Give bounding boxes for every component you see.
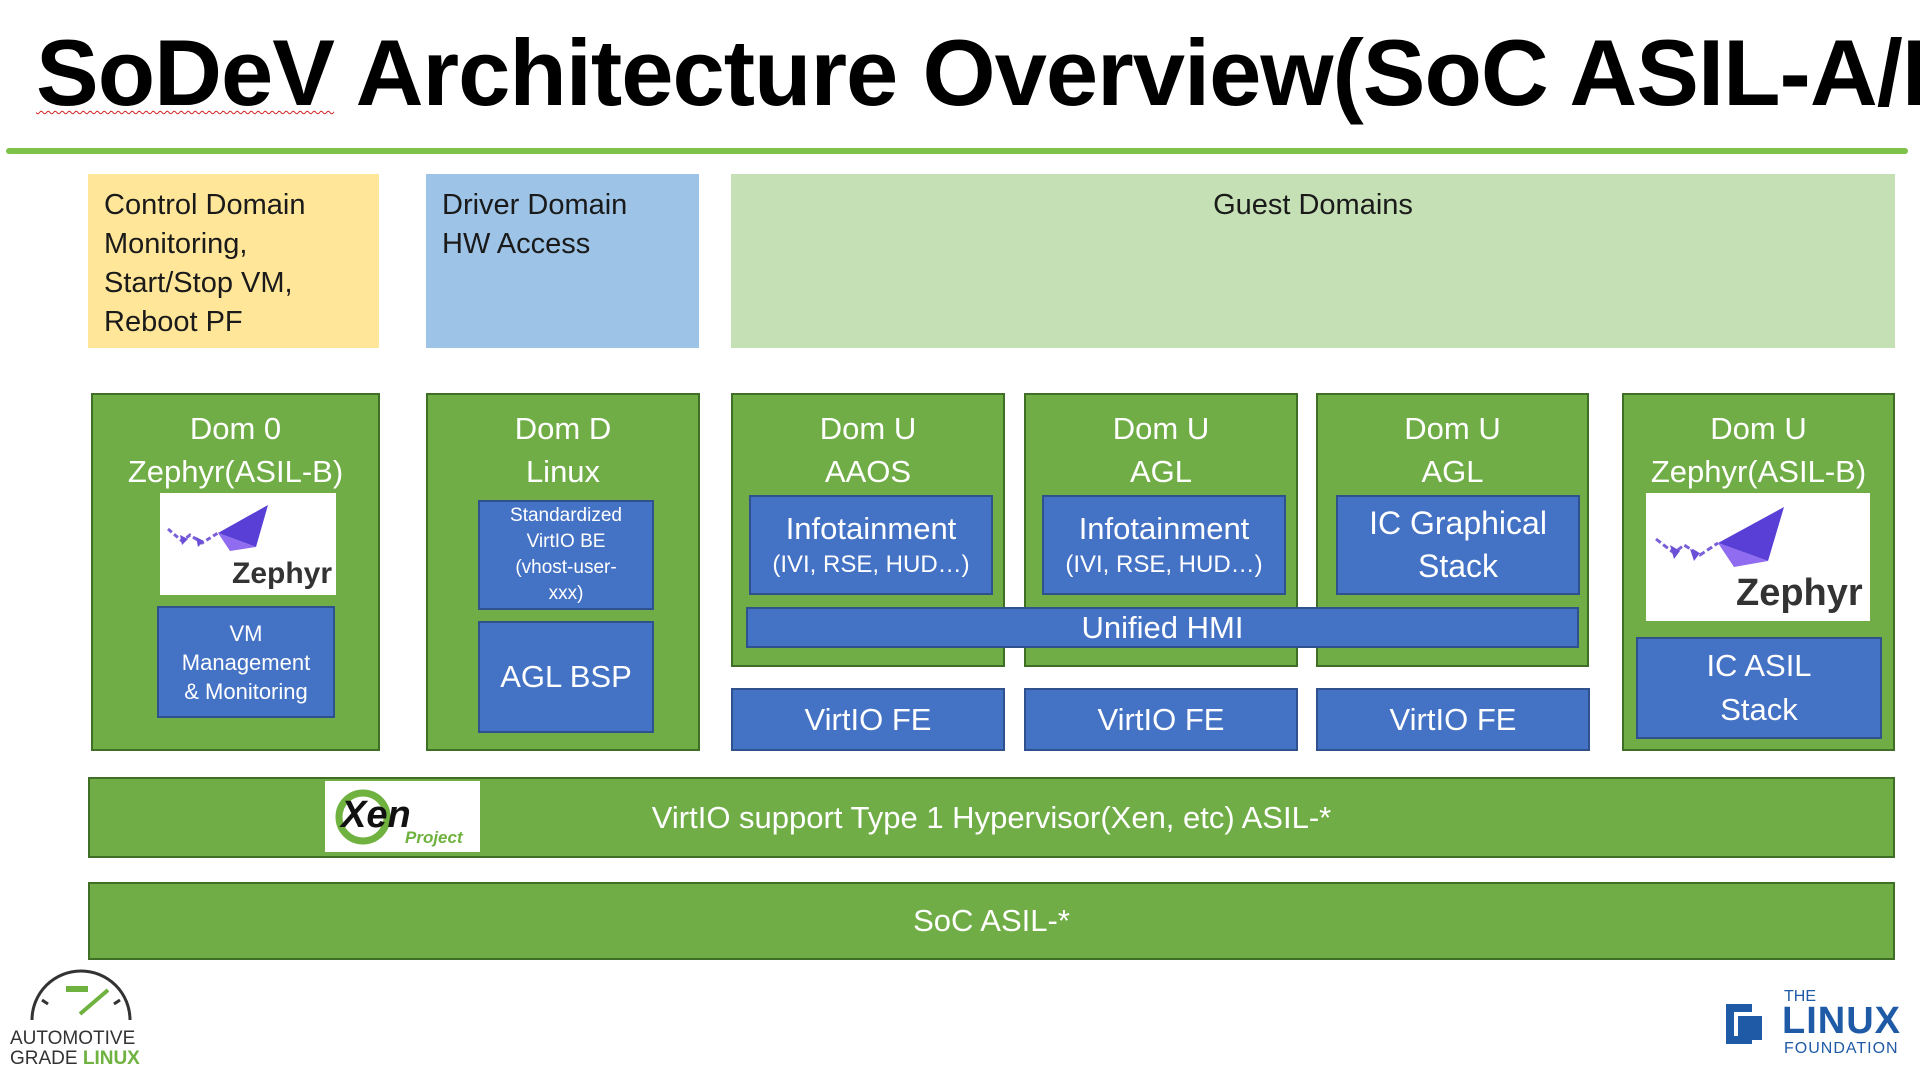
- unified-hmi-bar: Unified HMI: [746, 607, 1579, 648]
- zephyr-logo-2: Zephyr: [1646, 493, 1870, 621]
- domu-zephyr-header: Dom U Zephyr(ASIL-B): [1650, 411, 1867, 489]
- domu-agl2-header: Dom U AGL: [1404, 411, 1501, 489]
- speedometer-icon: [30, 969, 132, 1021]
- domain-dom0: Dom 0 Zephyr(ASIL-B) Zephyr VM Managemen…: [91, 393, 380, 751]
- zephyr-kite-icon: Zephyr: [1655, 507, 1863, 614]
- page-title: SoDeV Architecture Overview(SoC ASIL-A/B…: [36, 20, 1920, 125]
- legend-guest-domains: Guest Domains: [731, 174, 1895, 348]
- zephyr-logo: Zephyr: [160, 493, 336, 595]
- ic-graphical-stack-box: IC Graphical Stack: [1336, 495, 1580, 595]
- domu-agl1-header: Dom U AGL: [1112, 411, 1210, 489]
- virtio-fe-box-3: VirtIO FE: [1316, 688, 1590, 751]
- ic-asil-stack-box: IC ASIL Stack: [1636, 637, 1882, 739]
- domu-aaos-header: Dom U AAOS: [819, 411, 917, 489]
- soc-bar: SoC ASIL-*: [88, 882, 1895, 960]
- svg-text:Zephyr: Zephyr: [1736, 572, 1863, 614]
- legend-control-domain: Control Domain Monitoring, Start/Stop VM…: [88, 174, 379, 348]
- xen-logo-icon: Xen Project: [335, 789, 464, 847]
- svg-text:Project: Project: [405, 828, 464, 847]
- domain-domd: Dom D Linux Standardized VirtIO BE (vhos…: [426, 393, 700, 751]
- agl-logo: AUTOMOTIVE GRADE LINUX: [10, 964, 160, 1069]
- virtio-be-box: Standardized VirtIO BE (vhost-user- xxx): [478, 500, 654, 610]
- zephyr-kite-icon: Zephyr: [167, 505, 332, 590]
- infotainment-aaos-box: Infotainment (IVI, RSE, HUD…): [749, 495, 993, 595]
- svg-text:Xen: Xen: [339, 794, 411, 836]
- dom0-header: Dom 0 Zephyr(ASIL-B): [127, 411, 344, 489]
- virtio-fe-box-2: VirtIO FE: [1024, 688, 1298, 751]
- svg-text:Zephyr: Zephyr: [232, 557, 332, 590]
- legend-driver-domain: Driver Domain HW Access: [426, 174, 699, 348]
- xen-project-logo: Xen Project: [325, 781, 480, 852]
- linux-foundation-logo: THE LINUX FOUNDATION: [1722, 988, 1918, 1057]
- vm-management-box: VM Management & Monitoring: [157, 606, 335, 718]
- domd-header: Dom D Linux: [514, 411, 612, 489]
- virtio-fe-box-1: VirtIO FE: [731, 688, 1005, 751]
- agl-bsp-box: AGL BSP: [478, 621, 654, 733]
- domain-domu-zephyr: Dom U Zephyr(ASIL-B) Zephyr IC ASIL Stac…: [1622, 393, 1895, 751]
- infotainment-agl-box: Infotainment (IVI, RSE, HUD…): [1042, 495, 1286, 595]
- title-divider: [6, 148, 1908, 154]
- hypervisor-label: VirtIO support Type 1 Hypervisor(Xen, et…: [651, 799, 1332, 835]
- lf-bracket-icon: [1726, 1004, 1762, 1044]
